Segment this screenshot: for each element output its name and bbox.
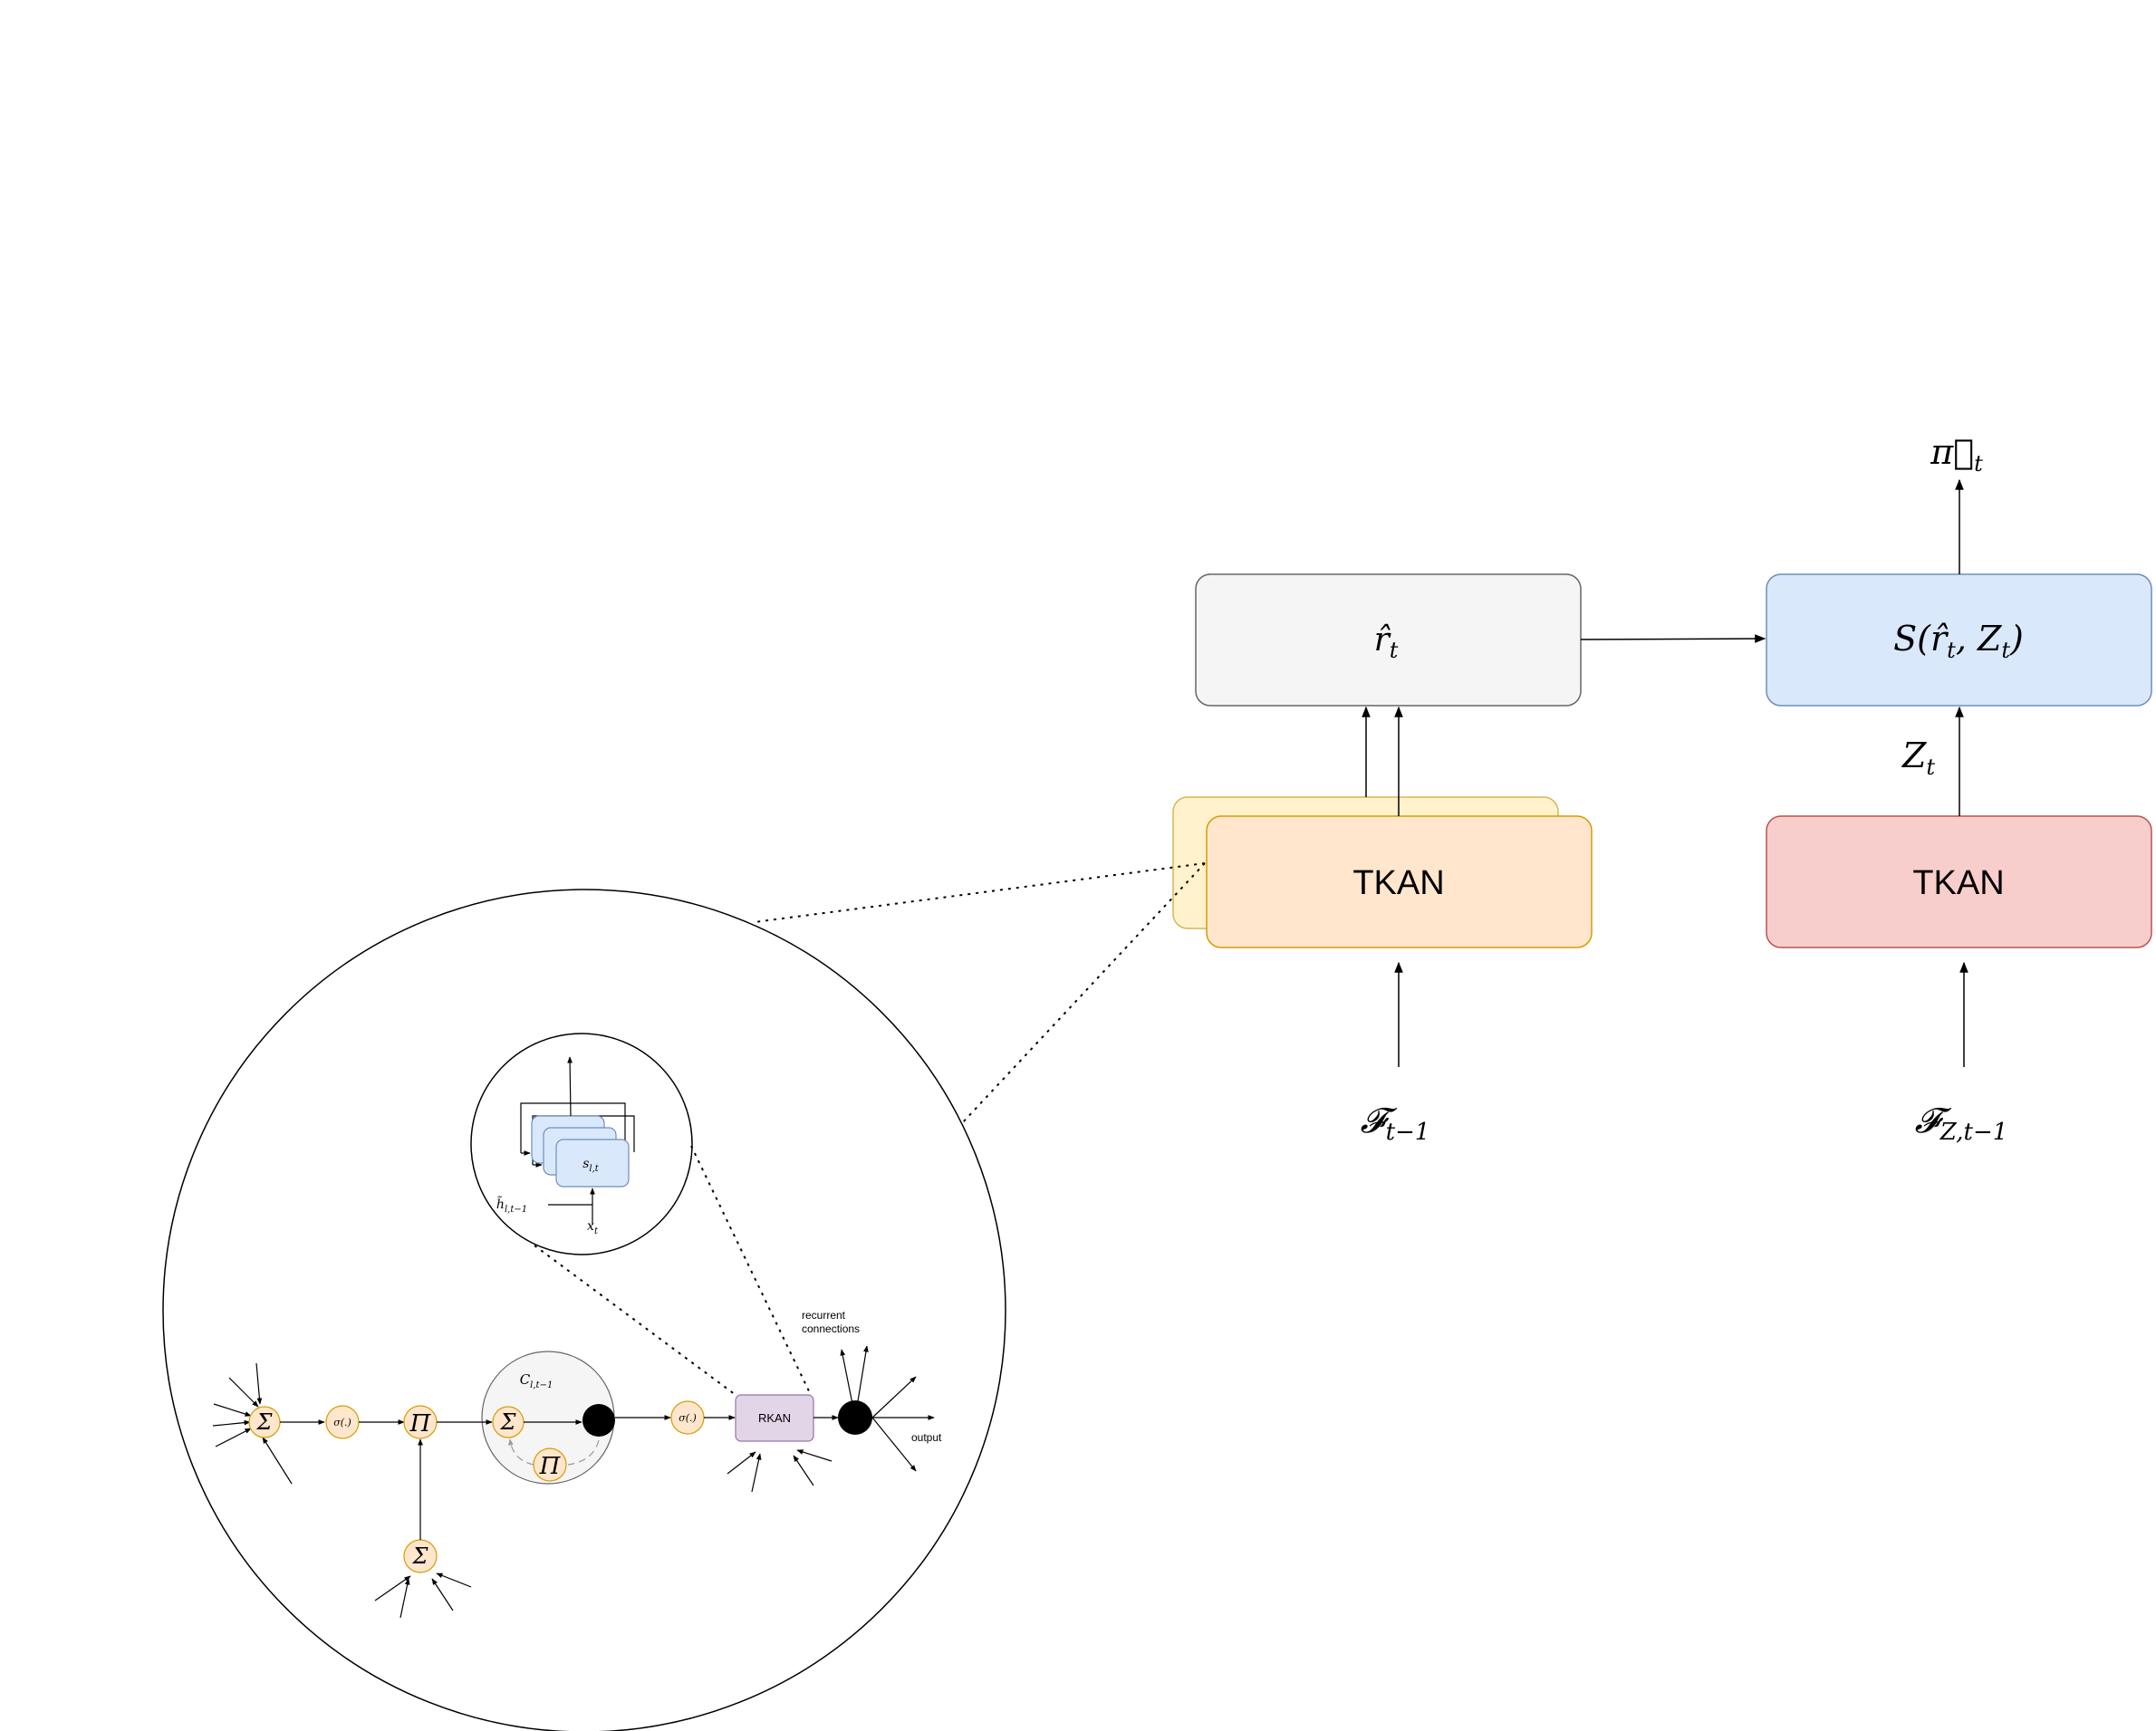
sigma-label-2: σ(.) (679, 1412, 697, 1424)
s-state-label: s (582, 1157, 589, 1171)
svg-text:xt: xt (587, 1219, 599, 1236)
s-function-box: S(r̂t, Zt) (1766, 573, 2152, 707)
x-input-subscript: t (594, 1226, 599, 1236)
svg-text:π⃗t: π⃗t (1930, 432, 1983, 476)
f-main-subscript: t−1 (1386, 1119, 1430, 1146)
tkan-main-box: TKAN (1206, 815, 1593, 948)
loop-arrow-right (567, 1439, 600, 1466)
c-state-label: C (520, 1371, 531, 1388)
svg-text:h̃l,t−1: h̃l,t−1 (496, 1196, 527, 1215)
output-arrows (840, 1345, 935, 1472)
tkan-zoom-circle (162, 889, 1006, 1731)
z-label: Z (1901, 736, 1927, 775)
svg-text:r̂t: r̂t (1374, 621, 1399, 663)
s-box-sub2: t (2001, 638, 2010, 663)
svg-text:𝓕Z,t−1: 𝓕Z,t−1 (1915, 1101, 2008, 1146)
h-tilde-label: h̃ (496, 1196, 505, 1212)
h-tilde-subscript: l,t−1 (505, 1205, 527, 1215)
rkan-zoom-line-left (534, 1245, 736, 1396)
rkan-zoom-line-right (690, 1145, 812, 1396)
loop-arrow-left (507, 1438, 534, 1466)
product-symbol-loop: Π (539, 1453, 562, 1480)
r-hat-subscript: t (1390, 638, 1399, 663)
tkan-z-label: TKAN (1912, 864, 2004, 902)
product-symbol-1: Π (409, 1410, 432, 1438)
svg-text:Cl,t−1: Cl,t−1 (520, 1371, 553, 1390)
pi-label: π⃗ (1930, 432, 1974, 472)
c-state-subscript: l,t−1 (530, 1380, 553, 1390)
svg-text:Zt: Zt (1901, 736, 1935, 780)
svg-text:S(r̂t, Zt): S(r̂t, Zt) (1893, 619, 2024, 663)
tkan-main-label: TKAN (1352, 864, 1444, 902)
recurrent-label-1: recurrent (802, 1309, 846, 1322)
s-state-stack: sl,t (520, 1056, 635, 1225)
rkan-zoom-circle (470, 1033, 693, 1255)
sum-symbol-lower: Σ (412, 1543, 429, 1569)
input-arrows-rkan (727, 1449, 833, 1493)
sum-symbol-1: Σ (256, 1409, 274, 1435)
tkan-z-box: TKAN (1766, 815, 2152, 948)
s-state-subscript: l,t (589, 1164, 599, 1174)
pi-subscript: t (1974, 451, 1983, 476)
s-box-sub1: t (1947, 638, 1956, 663)
sum-symbol-2: Σ (500, 1409, 517, 1435)
rkan-box: RKAN (735, 1394, 814, 1442)
output-label: output (911, 1431, 942, 1444)
x-input-label: x (587, 1219, 594, 1234)
svg-text:𝓕t−1: 𝓕t−1 (1361, 1101, 1430, 1146)
zoom-line-top (754, 862, 1206, 923)
input-arrows-left (212, 1362, 293, 1485)
cell-state-node (582, 1404, 615, 1437)
r-hat-box: r̂t (1195, 573, 1582, 707)
recurrent-label-2: connections (802, 1322, 860, 1335)
sigma-label-1: σ(.) (333, 1417, 351, 1428)
svg-text:sl,t: sl,t (582, 1157, 600, 1174)
rkan-label: RKAN (758, 1411, 791, 1425)
z-subscript: t (1926, 755, 1935, 780)
r-to-s-arrow (1580, 634, 1766, 643)
s-box-mid: , Z (1956, 619, 2002, 659)
fz-subscript: Z,t−1 (1939, 1119, 2008, 1146)
zoom-line-bottom (961, 862, 1206, 1124)
input-arrows-lower (374, 1572, 472, 1619)
s-box-main: S(r̂ (1893, 619, 1949, 659)
r-hat-label: r̂ (1374, 621, 1391, 659)
s-box-close: ) (2009, 619, 2024, 659)
